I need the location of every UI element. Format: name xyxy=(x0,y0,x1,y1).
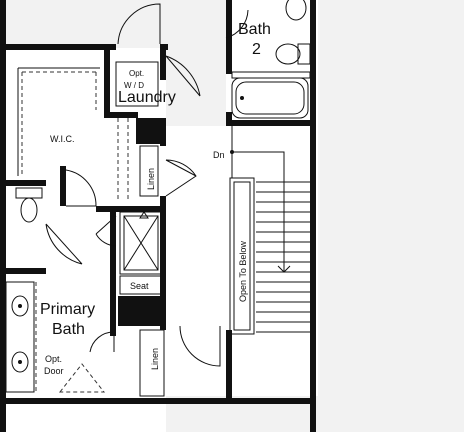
open-to-below-rail xyxy=(229,177,255,335)
right-exterior-wall xyxy=(310,0,316,432)
bath2-door-swing xyxy=(225,9,249,39)
opt-wd-box xyxy=(115,61,159,107)
bath2-left-wall-stub xyxy=(226,112,232,120)
wc-toilet-bowl xyxy=(20,197,38,223)
primary-vanity xyxy=(5,281,35,393)
wic-shelf-edge xyxy=(17,67,100,176)
laundry-right-wall xyxy=(160,50,166,80)
wic-door-jamb xyxy=(60,166,66,206)
hall-wall-lower xyxy=(160,196,166,330)
stair-left-wall-lower xyxy=(226,330,232,398)
top-door-swing xyxy=(117,3,161,45)
sink-2-drain xyxy=(18,360,22,364)
bath2-label-line1: Bath xyxy=(238,21,271,38)
linen-lower-label: Linen xyxy=(150,348,160,370)
shower-seat xyxy=(119,275,163,295)
hall-door-swing xyxy=(179,325,221,367)
tub-drain xyxy=(240,96,244,100)
open-to-below-rail-inner xyxy=(233,181,251,331)
bath2-sink xyxy=(285,0,307,21)
opt-wd-label-line1: Opt. xyxy=(129,69,144,78)
laundry-label: Laundry xyxy=(118,89,176,106)
linen-closet-upper xyxy=(139,145,159,197)
shower-top-wall xyxy=(96,206,160,212)
bath2-floor xyxy=(226,0,318,396)
linen-upper-label: Linen xyxy=(146,168,156,190)
opt-door-label-line1: Opt. xyxy=(45,354,62,364)
primary-bath-label-line1: Primary xyxy=(40,301,95,318)
bath2-toilet-tank xyxy=(297,43,311,65)
linen-lower-door-swing xyxy=(89,331,115,353)
sink-1-drain xyxy=(18,304,22,308)
primary-sink-2 xyxy=(11,351,29,373)
wc-bottom-wall xyxy=(6,268,46,274)
left-exterior-wall xyxy=(0,0,6,432)
shower-left-wall xyxy=(110,206,116,336)
stair-direction-arrow xyxy=(232,151,291,273)
bath2-bottom-wall xyxy=(226,120,310,126)
wc-top-wall xyxy=(6,180,46,186)
shower-drain-lines xyxy=(123,215,159,271)
open-to-below-label: Open To Below xyxy=(238,241,248,302)
bath2-counter xyxy=(231,71,311,79)
laundry-left-wall xyxy=(104,50,110,116)
opt-door-swing xyxy=(58,363,106,393)
wic-label: W.I.C. xyxy=(50,134,75,144)
shower-outline xyxy=(119,211,163,275)
laundry-door-swing xyxy=(165,55,201,97)
hall-floor xyxy=(166,126,226,396)
laundry-top-wall-right xyxy=(160,44,168,50)
bath2-label-line2: 2 xyxy=(252,41,261,58)
hall-wall-upper xyxy=(160,126,166,146)
wc-door-swing xyxy=(45,223,83,265)
primary-bath-label-line2: Bath xyxy=(52,321,85,338)
wic-shelving xyxy=(21,71,97,176)
linen-closet-lower xyxy=(139,329,165,397)
shower-door-swing xyxy=(95,215,117,247)
primary-sink-1 xyxy=(11,295,29,317)
stair-dn-label: Dn xyxy=(213,150,225,160)
wic-top-wall xyxy=(6,44,116,50)
bath2-tub-inner xyxy=(235,81,305,115)
bath2-toilet-bowl xyxy=(275,43,301,65)
laundry-bottom-wall xyxy=(104,112,138,118)
opt-wd-label-line2: W / D xyxy=(124,81,144,90)
seat-label: Seat xyxy=(130,281,149,291)
linen-door-swing xyxy=(165,159,197,197)
shower-base-block xyxy=(118,296,166,326)
shower-valve-icon xyxy=(139,211,149,219)
bottom-exterior-wall xyxy=(0,398,316,404)
opt-door-label-line2: Door xyxy=(44,366,64,376)
wic-door-swing xyxy=(65,169,97,207)
stair-treads xyxy=(256,181,310,333)
